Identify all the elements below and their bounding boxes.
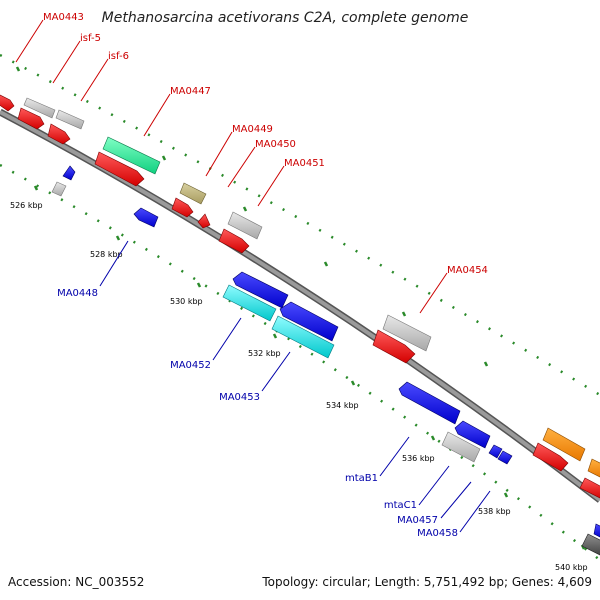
forward-leader-lines: [15, 19, 448, 314]
gene-label-ma0447[interactable]: MA0447: [170, 86, 211, 97]
gene-arrow[interactable]: [581, 533, 600, 556]
gene-label-ma0453[interactable]: MA0453: [219, 392, 260, 403]
gene-label-mtac1[interactable]: mtaC1: [384, 500, 417, 511]
gene-arrow[interactable]: [51, 181, 67, 197]
gene-arrow[interactable]: [55, 109, 85, 130]
gene-arrow[interactable]: [23, 97, 56, 119]
tick-label-530: 530 kbp: [170, 297, 203, 306]
forward-gene-features: [0, 94, 600, 499]
reverse-leader-lines: [99, 240, 491, 533]
gene-arrow[interactable]: [593, 523, 600, 538]
gene-arrow[interactable]: [497, 450, 513, 465]
gene-arrow[interactable]: [0, 94, 15, 112]
gene-arrow[interactable]: [227, 211, 263, 240]
gene-arrow[interactable]: [398, 381, 461, 425]
outer-tick-track: [0, 53, 600, 397]
gene-arrow[interactable]: [488, 444, 503, 459]
tick-label-528: 528 kbp: [90, 250, 123, 259]
genome-backbone: [0, 108, 600, 503]
genome-summary-text: Topology: circular; Length: 5,751,492 bp…: [261, 575, 592, 589]
gene-arrow[interactable]: [102, 136, 161, 175]
gene-arrow[interactable]: [441, 431, 481, 463]
gene-arrow[interactable]: [218, 228, 250, 254]
gene-label-isf-5[interactable]: isf-5: [80, 33, 101, 44]
reverse-gene-features: [51, 165, 600, 556]
gene-label-ma0458[interactable]: MA0458: [417, 528, 458, 539]
gene-label-ma0443[interactable]: MA0443: [43, 12, 84, 23]
gene-arrow[interactable]: [271, 315, 335, 359]
gene-label-ma0449[interactable]: MA0449: [232, 124, 273, 135]
gene-arrow[interactable]: [171, 197, 194, 218]
inner-tick-track: [0, 163, 600, 561]
gene-arrow[interactable]: [133, 207, 159, 228]
gene-label-ma0454[interactable]: MA0454: [447, 265, 488, 276]
gene-label-ma0450[interactable]: MA0450: [255, 139, 296, 150]
tick-label-532: 532 kbp: [248, 349, 281, 358]
gene-arrow[interactable]: [179, 182, 207, 205]
gene-label-mtab1[interactable]: mtaB1: [345, 473, 378, 484]
gene-arrow[interactable]: [47, 123, 71, 145]
major-ticks: [15, 66, 586, 550]
gene-arrow[interactable]: [94, 151, 145, 187]
gene-arrow[interactable]: [222, 284, 277, 322]
gene-arrow[interactable]: [532, 442, 569, 472]
gene-arrow[interactable]: [382, 314, 432, 352]
gene-label-ma0457[interactable]: MA0457: [397, 515, 438, 526]
tick-label-536: 536 kbp: [402, 454, 435, 463]
gene-arrow[interactable]: [587, 458, 600, 478]
map-title: Methanosarcina acetivorans C2A, complete…: [102, 10, 469, 26]
gene-label-ma0448[interactable]: MA0448: [57, 288, 98, 299]
gene-arrow[interactable]: [579, 477, 600, 499]
tick-label-540: 540 kbp: [555, 563, 588, 572]
gene-arrow[interactable]: [542, 427, 586, 462]
gene-arrow[interactable]: [279, 301, 339, 342]
gene-label-isf-6[interactable]: isf-6: [108, 51, 129, 62]
gene-arrow[interactable]: [197, 213, 211, 229]
gene-arrow[interactable]: [17, 107, 45, 130]
gene-arrow[interactable]: [372, 329, 416, 364]
gene-label-ma0452[interactable]: MA0452: [170, 360, 211, 371]
gene-label-ma0451[interactable]: MA0451: [284, 158, 325, 169]
tick-label-534: 534 kbp: [326, 401, 359, 410]
accession-text: Accession: NC_003552: [8, 575, 144, 589]
gene-arrow[interactable]: [62, 165, 76, 181]
gene-arrow[interactable]: [454, 420, 491, 449]
tick-label-538: 538 kbp: [478, 507, 511, 516]
tick-label-526: 526 kbp: [10, 201, 43, 210]
gene-arrow[interactable]: [232, 271, 289, 309]
